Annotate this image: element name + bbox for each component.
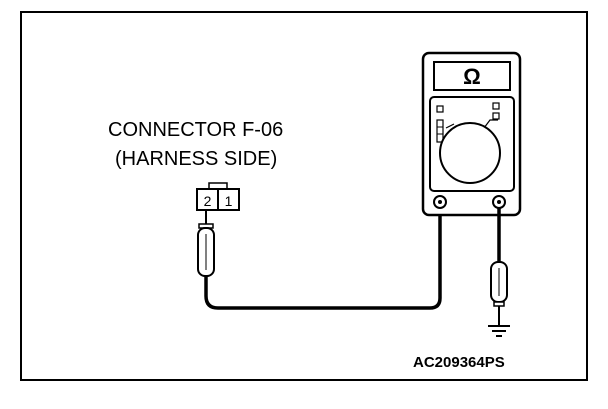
meter-button: [436, 105, 444, 113]
connector-name: CONNECTOR F-06: [108, 119, 284, 141]
ground-icon: [488, 325, 510, 337]
connector-side: (HARNESS SIDE): [115, 148, 278, 170]
meter-button: [492, 102, 500, 110]
multimeter: Ω: [421, 51, 522, 217]
rotary-dial: [439, 122, 501, 184]
test-lead-wire: [204, 205, 442, 310]
connector-f06: 2 1: [196, 182, 240, 211]
test-probe-left: [197, 210, 215, 277]
range-indicator: [436, 119, 444, 143]
test-probe-right: [490, 261, 508, 326]
meter-display: [433, 61, 511, 91]
pin-1-label: 1: [225, 193, 233, 209]
diagram-frame: [20, 11, 588, 381]
meter-button: [492, 112, 500, 120]
ohm-symbol: Ω: [463, 64, 481, 89]
figure-code: AC209364PS: [413, 354, 505, 371]
pin-2-label: 2: [204, 193, 212, 209]
